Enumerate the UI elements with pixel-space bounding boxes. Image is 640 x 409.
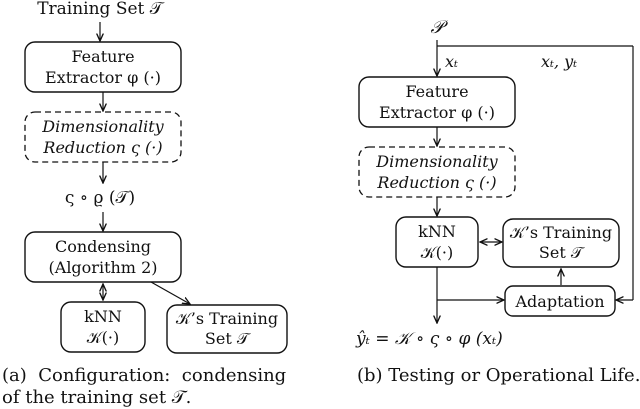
right-xtyt-label: xₜ, yₜ (541, 52, 577, 71)
right-output-label: ŷₜ = 𝒦 ∘ ς ∘ φ (xₜ) (355, 329, 503, 349)
left-feature-line1: Feature (71, 47, 134, 66)
left-trainset-line1: 𝒦’s Training (176, 309, 278, 328)
right-dimensionality-reduction-box: Dimensionality Reduction ς (·) (358, 146, 516, 198)
left-input-label: Training Set 𝒯 (37, 0, 165, 19)
left-condensing-line2: (Algorithm 2) (49, 258, 158, 277)
left-caption-line1: (a) Configuration: condensing (2, 365, 286, 386)
right-adaptation-label: Adaptation (514, 292, 604, 311)
right-dimred-line1: Dimensionality (375, 152, 498, 171)
left-mid-label: ς ∘ ϱ (𝒯) (65, 188, 135, 208)
left-arrow-condensing-to-trainset (150, 281, 190, 304)
left-condensing-line1: Condensing (55, 237, 151, 256)
right-knn-box: kNN 𝒦(·) (395, 216, 479, 268)
left-dimred-line2: Reduction ς (·) (42, 138, 162, 157)
left-condensing-box: Condensing (Algorithm 2) (24, 231, 182, 283)
left-knn-line1: kNN (84, 307, 122, 326)
right-feature-extractor-box: Feature Extractor φ (·) (358, 76, 516, 128)
right-trainset-line2: Set 𝒯 (539, 243, 586, 262)
right-dimred-line2: Reduction ς (·) (376, 173, 496, 192)
right-adaptation-box: Adaptation (504, 285, 616, 317)
left-trainset-line2: Set 𝒯 (205, 329, 252, 348)
left-caption-line2: of the training set 𝒯. (2, 387, 191, 408)
left-knn-box: kNN 𝒦(·) (60, 301, 146, 353)
right-feature-line2: Extractor φ (·) (379, 103, 495, 122)
left-dimred-line1: Dimensionality (41, 117, 164, 136)
right-knn-line2: 𝒦(·) (421, 243, 453, 262)
right-caption: (b) Testing or Operational Life. (357, 365, 640, 386)
left-knn-line2: 𝒦(·) (87, 328, 119, 347)
right-trainset-line1: 𝒦’s Training (510, 223, 612, 242)
left-dimensionality-reduction-box: Dimensionality Reduction ς (·) (24, 111, 182, 163)
right-training-set-box: 𝒦’s Training Set 𝒯 (502, 218, 620, 268)
right-knn-line1: kNN (418, 222, 456, 241)
left-training-set-box: 𝒦’s Training Set 𝒯 (166, 304, 288, 354)
right-feature-line1: Feature (405, 82, 468, 101)
right-input-label: 𝒫 (431, 17, 449, 38)
left-feature-line2: Extractor φ (·) (45, 68, 161, 87)
right-xt-label: xₜ (445, 52, 458, 71)
left-feature-extractor-box: Feature Extractor φ (·) (24, 41, 182, 93)
